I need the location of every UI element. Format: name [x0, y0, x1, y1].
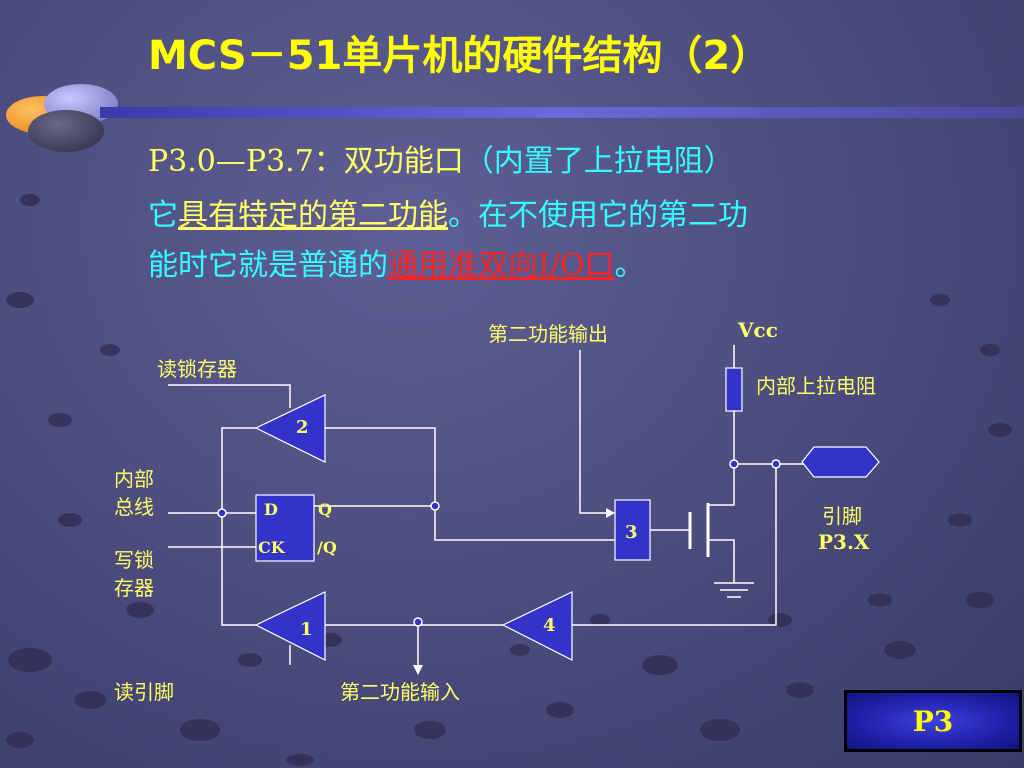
buffer-1-triangle [254, 591, 326, 661]
buffer-1-number: 1 [300, 619, 313, 640]
junction-q [430, 501, 440, 511]
general-io-highlight: 通用准双向I/O口 [388, 248, 615, 283]
pin-label-2: P3.X [818, 530, 870, 554]
q-to-gate3-wire [434, 506, 615, 541]
second-out-wire [579, 350, 615, 514]
vcc-label: Vcc [738, 318, 778, 342]
internal-bus-label-2: 总线 [114, 495, 154, 519]
latch-ck-label: CK [258, 538, 285, 557]
write-latch-label-2: 存器 [114, 576, 154, 600]
pullup-resistor [725, 367, 743, 412]
junction-bus [217, 508, 227, 518]
junction-drain [729, 459, 739, 469]
latch-q-label: Q [318, 500, 332, 519]
text-line-1: P3.0—P3.7：双功能口（内置了上拉电阻） [148, 136, 734, 180]
title-underline-bar [100, 107, 1024, 118]
slide-title: MCS－51单片机的硬件结构（2） [148, 33, 771, 79]
second-function-input-label: 第二功能输入 [340, 680, 460, 704]
buffer-4-number: 4 [543, 615, 556, 636]
latch-qbar-label: /Q [317, 538, 337, 557]
decorative-orb-dark [28, 110, 104, 152]
pin-to-buffer4-wire [572, 464, 777, 626]
internal-bus-label-1: 内部 [114, 467, 154, 491]
second-in-arrow [413, 665, 423, 675]
gate-3-number: 3 [625, 522, 638, 543]
p3-nav-button-label: P3 [912, 704, 954, 738]
latch-d-label: D [264, 500, 278, 519]
buffer2-input-wire [325, 427, 436, 506]
fet-source-wire [708, 539, 735, 583]
junction-second-in [413, 617, 423, 627]
pin-label-1: 引脚 [822, 504, 862, 528]
pin-connector [801, 446, 880, 478]
text-line-2: 它具有特定的第二功能。在不使用它的第二功 [148, 198, 748, 233]
second-function-underlined: 具有特定的第二功能 [178, 198, 448, 233]
buffer2-output-wire [221, 427, 256, 626]
port-range-text: P3.0—P3.7：双功能口 [148, 144, 464, 179]
gate-3-block [614, 499, 651, 561]
latch-block [255, 494, 315, 562]
write-latch-label-1: 写锁 [114, 548, 154, 572]
junction-pin [771, 459, 781, 469]
read-pin-label: 读引脚 [114, 680, 174, 704]
read-latch-label: 读锁存器 [157, 357, 237, 381]
buffer-2-triangle [254, 394, 326, 463]
pullup-note-text: （内置了上拉电阻） [463, 144, 734, 179]
pullup-resistor-label: 内部上拉电阻 [756, 374, 876, 398]
read-latch-wire [168, 384, 291, 408]
second-out-arrow [606, 508, 615, 518]
fet-drain-wire [708, 464, 735, 506]
second-function-output-label: 第二功能输出 [488, 322, 608, 346]
buffer-4-triangle [501, 591, 573, 661]
buffer-2-number: 2 [296, 417, 309, 438]
p3-nav-button[interactable]: P3 [844, 690, 1022, 752]
text-line-3: 能时它就是普通的通用准双向I/O口。 [148, 248, 645, 283]
